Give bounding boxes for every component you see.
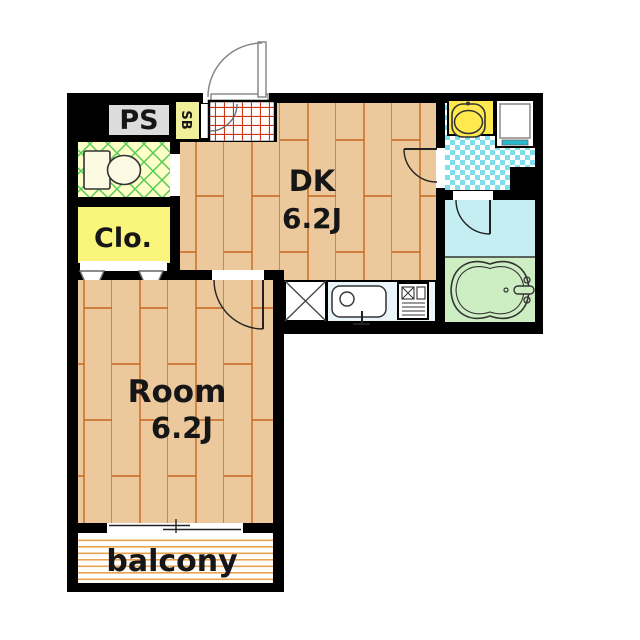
toilet-door-gap	[170, 154, 180, 196]
shoe-box	[174, 100, 201, 141]
washbasin-faucet	[466, 101, 470, 106]
stove	[397, 282, 429, 320]
dk-size-label: 6.2J	[282, 202, 342, 235]
closet-opening	[80, 261, 167, 271]
bathroom	[445, 191, 535, 322]
bathtub-faucet	[513, 285, 535, 295]
bathroom-door-gap	[453, 191, 493, 200]
dk-floor	[180, 103, 436, 280]
washing-machine-drain	[501, 139, 529, 146]
balcony-floor-stripes	[78, 536, 273, 582]
dk-room: DK 6.2J	[180, 103, 436, 280]
kitchen-sink	[331, 285, 387, 318]
main-room: Room 6.2J	[78, 270, 273, 523]
entrance-door-leaf	[257, 41, 267, 98]
shoe-box-label: SB	[178, 110, 193, 129]
room-door-gap	[212, 270, 264, 280]
room-floor	[78, 280, 273, 523]
washroom	[403, 99, 535, 190]
washbasin-bowl	[453, 109, 484, 135]
entrance-door-swing-arc	[207, 42, 263, 98]
bathtub-knob-top	[523, 276, 531, 284]
room-size-label: 6.2J	[151, 411, 213, 445]
balcony: balcony	[78, 533, 273, 583]
stove-burner-cross	[401, 286, 415, 300]
washing-machine	[499, 103, 531, 139]
washroom-door-swing-arc	[403, 148, 438, 183]
bathtub-outer	[450, 260, 530, 320]
balcony-label: balcony	[106, 544, 238, 579]
bathtub-knob-bottom	[523, 296, 531, 304]
washroom-door-gap	[436, 148, 445, 188]
sink-drain	[339, 291, 355, 307]
room-door-swing-arc	[213, 279, 264, 330]
entrance-door-frame	[201, 104, 209, 138]
genkan-inner-arc	[209, 103, 238, 132]
genkan-tile-floor	[210, 102, 274, 141]
utility-band: PS SB	[107, 100, 209, 141]
bathroom-door-swing-arc	[455, 199, 491, 235]
toilet-room	[78, 142, 214, 197]
bathtub-inner	[455, 266, 525, 315]
pipe-space-box	[107, 103, 171, 137]
toilet-bowl	[106, 154, 142, 186]
refrigerator-space-cross	[284, 280, 327, 322]
stove-burner	[401, 286, 415, 300]
entrance	[203, 41, 277, 144]
closet-label: Clo.	[94, 223, 152, 254]
toilet-tank	[83, 150, 111, 190]
kitchen	[284, 280, 437, 325]
sink-faucet	[353, 311, 370, 325]
pipe-space-label: PS	[119, 105, 158, 136]
closet-floor	[78, 207, 170, 263]
stove-grill-lines	[402, 302, 425, 316]
window-gap	[107, 523, 243, 533]
closet: Clo.	[78, 207, 170, 300]
bathtub-drain	[503, 287, 509, 293]
washbasin	[451, 103, 486, 138]
dk-label: DK	[289, 164, 337, 198]
stove-panel	[416, 286, 426, 300]
room-label: Room	[128, 374, 227, 410]
